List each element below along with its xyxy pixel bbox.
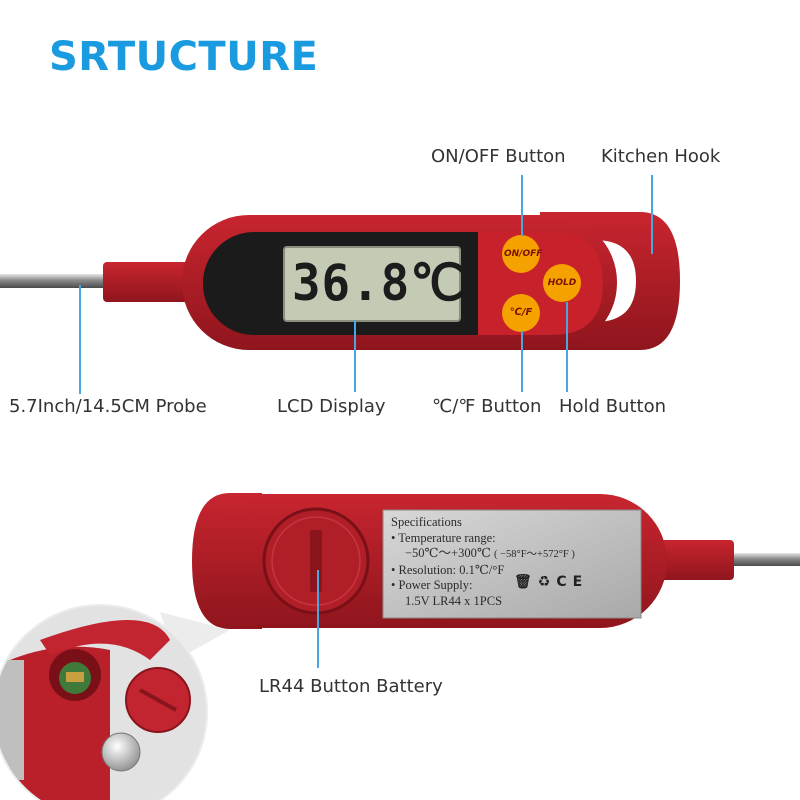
on-off-button[interactable] [502,235,540,273]
spec-plate-text: Specifications Temperature range: −50℃～+… [383,510,641,618]
spec-temp-range-values: −50℃～+300℃ ( −58°F～+572°F ) [391,546,633,563]
battery-callout: LR44 Button Battery [259,676,443,697]
battery-detail-inset [0,604,230,800]
certification-icons: 🗑♻CE [514,574,588,590]
cf-button-callout: ℃/℉ Button [432,396,542,417]
spec-temp-range-c: −50℃～+300℃ [405,546,491,560]
spec-temp-range-label: Temperature range: [391,531,633,547]
probe-back [728,553,800,566]
page-title: SRTUCTURE [49,34,319,80]
kitchen-hook-callout: Kitchen Hook [601,146,721,167]
spec-power-value: 1.5V LR44 x 1PCS [405,593,503,608]
lcd-display [283,246,461,322]
lcd-reading: 36.8℃ [292,254,465,312]
thermometer-front-view [0,212,680,350]
spec-heading: Specifications [391,515,462,529]
cf-button-label: ℃/F [509,307,533,318]
button-panel [478,232,603,335]
hold-button-callout: Hold Button [559,396,666,417]
on-off-button-label: ON/OFF [504,249,543,259]
ce-mark-icon: CE [556,574,589,590]
lcd-display-callout: LCD Display [277,396,386,417]
dustbin-crossed-icon: 🗑 [514,574,538,590]
leader-lines-front [79,175,653,394]
spec-power-label: Power Supply: [391,578,633,594]
spec-resolution: Resolution: 0.1℃/°F [391,563,633,579]
probe-callout: 5.7Inch/14.5CM Probe [9,396,207,417]
coin-battery-icon [101,732,141,772]
cf-button[interactable] [502,294,540,332]
on-off-button-callout: ON/OFF Button [431,146,566,167]
hold-button-label: HOLD [547,278,577,288]
probe [0,274,112,288]
hold-button[interactable] [543,264,581,302]
probe-collar-back [660,540,734,580]
spec-temp-range-f: ( −58°F～+572°F ) [493,549,575,560]
recycle-icon: ♻ [537,574,557,590]
probe-collar [103,262,189,302]
